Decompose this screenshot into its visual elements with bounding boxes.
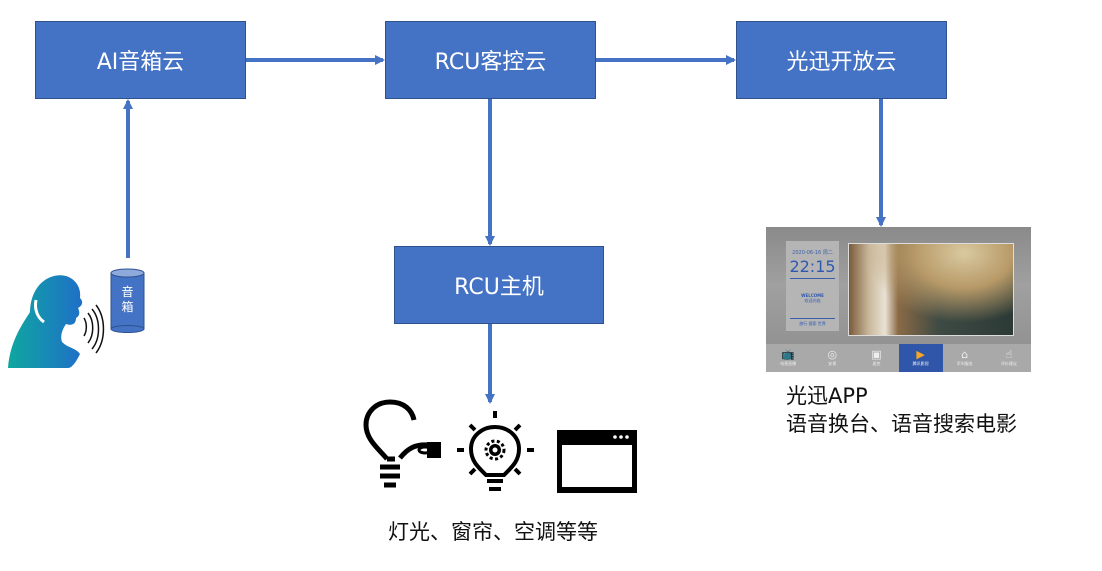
divider — [790, 278, 835, 279]
tv-time: 22:15 — [789, 257, 836, 276]
window-curtain-icon — [557, 430, 637, 493]
tv-welcome-text: WELCOME — [801, 293, 824, 298]
tv-screen-screenshot: 2020-06-16 周二 22:15 WELCOME 欢迎光临 旅行 搜索 世… — [766, 227, 1031, 372]
remote-icon: ▣ — [871, 348, 882, 361]
speaker-label-line1: 音 — [121, 285, 134, 299]
tv-menu-bar: 📺电视直播 ◎安视 ▣遥控 ▶腾讯影视 ⌂早叫服务 ☝评价建议 — [766, 344, 1031, 372]
node-guangxun-open-cloud: 光迅开放云 — [736, 21, 947, 99]
devices-caption: 灯光、窗帘、空调等等 — [388, 520, 598, 544]
node-label: AI音箱云 — [96, 50, 185, 75]
node-ai-speaker-cloud: AI音箱云 — [35, 21, 246, 99]
divider — [790, 318, 835, 319]
tv-menu-label: 腾讯影视 — [912, 361, 929, 366]
smart-speaker-icon — [110, 268, 145, 333]
camera-icon: ◎ — [827, 348, 838, 361]
speaker-label: 音 箱 — [111, 285, 144, 315]
video-play-icon: ▶ — [916, 348, 925, 361]
tv-menu-item[interactable]: ☝评价建议 — [987, 344, 1031, 372]
node-label: 光迅开放云 — [786, 50, 897, 75]
tv-info-panel: 2020-06-16 周二 22:15 WELCOME 欢迎光临 旅行 搜索 世… — [786, 241, 839, 331]
hotel-room-photo — [848, 243, 1014, 336]
tv-menu-item[interactable]: ◎安视 — [810, 344, 854, 372]
tv-menu-label: 安视 — [828, 361, 837, 366]
tv-menu-item[interactable]: 📺电视直播 — [766, 344, 810, 372]
node-label: RCU主机 — [454, 275, 544, 300]
tv-welcome: WELCOME 欢迎光临 — [786, 293, 839, 304]
tv-menu-label: 评价建议 — [1000, 361, 1017, 366]
tv-date: 2020-06-16 周二 — [792, 250, 833, 256]
node-label: RCU客控云 — [434, 50, 547, 75]
smart-light-bulb-icon — [457, 411, 534, 491]
bed-icon: ⌂ — [961, 348, 969, 361]
app-caption-features: 语音换台、语音搜索电影 — [786, 412, 1017, 436]
light-bulb-plug-icon — [363, 399, 441, 488]
app-caption: 光迅APP 语音换台、语音搜索电影 — [786, 382, 1017, 438]
tv-footer: 旅行 搜索 世界 — [799, 321, 826, 326]
tv-menu-label: 早叫服务 — [956, 361, 973, 366]
speaker-label-line2: 箱 — [121, 300, 134, 314]
node-rcu-host: RCU主机 — [394, 246, 604, 324]
speaking-person-icon — [8, 275, 83, 368]
tv-welcome-sub: 欢迎光临 — [804, 298, 821, 303]
node-rcu-guest-cloud: RCU客控云 — [385, 21, 596, 99]
app-caption-title: 光迅APP — [786, 384, 868, 408]
tv-menu-item-active[interactable]: ▶腾讯影视 — [898, 344, 943, 372]
tv-menu-label: 电视直播 — [780, 361, 797, 366]
sound-waves-icon — [83, 304, 105, 354]
tv-menu-item[interactable]: ▣遥控 — [854, 344, 898, 372]
tv-menu-item[interactable]: ⌂早叫服务 — [943, 344, 987, 372]
tv-icon: 📺 — [781, 348, 795, 361]
thumbs-up-icon: ☝ — [1005, 348, 1013, 361]
tv-menu-label: 遥控 — [872, 361, 881, 366]
